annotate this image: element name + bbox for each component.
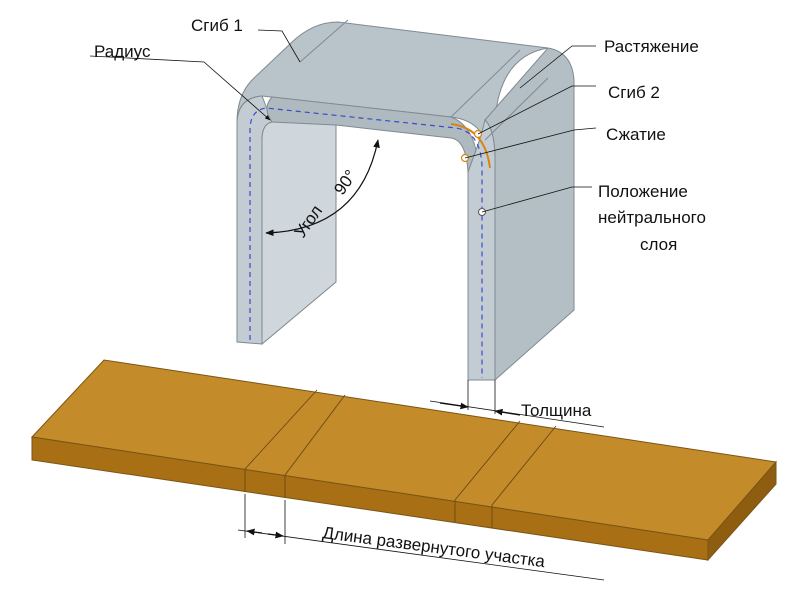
developed-length-dimension xyxy=(237,494,605,581)
label-thickness: Толщина xyxy=(521,401,592,420)
label-stretch: Растяжение xyxy=(604,37,699,56)
bend-zone-line-2 xyxy=(284,394,346,476)
bend-zone-line-4 xyxy=(491,425,557,506)
bend2-tangent-line-a xyxy=(450,49,521,118)
leader-lines xyxy=(89,29,597,213)
label-neutral-line2: нейтрального xyxy=(598,208,706,227)
label-neutral-line3: слоя xyxy=(640,235,677,254)
label-bend1: Сгиб 1 xyxy=(191,16,243,35)
label-radius: Радиус xyxy=(94,42,151,61)
thickness-dimension xyxy=(429,380,605,428)
bent-part xyxy=(236,19,575,382)
bend2-tangent-line-b xyxy=(484,77,549,141)
angle-arc xyxy=(265,139,380,237)
label-compress: Сжатие xyxy=(606,125,666,144)
bend-zone-line-1 xyxy=(244,389,318,470)
flat-blank xyxy=(30,359,777,562)
label-neutral-line1: Положение xyxy=(598,182,688,201)
bend1-tangent-line xyxy=(299,19,349,63)
label-bend2: Сгиб 2 xyxy=(608,83,660,102)
bend-zone-line-3 xyxy=(454,420,521,501)
flat-blank-side xyxy=(707,460,777,562)
neutral-layer-line xyxy=(249,107,483,378)
